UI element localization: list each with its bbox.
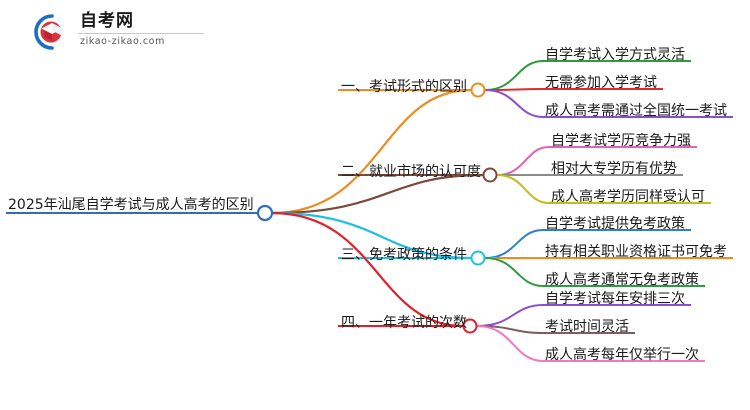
branch-node-label-1[interactable]: 一、考试形式的区别 — [341, 79, 467, 95]
leaf-node-label-1-1[interactable]: 自学考试入学方式灵活 — [545, 47, 685, 63]
leaf-node-label-4-2[interactable]: 考试时间灵活 — [545, 319, 629, 335]
leaf-connector-4-1 — [476, 304, 544, 327]
leaf-connector-3-3 — [484, 257, 544, 287]
leaf-node-label-4-3[interactable]: 成人高考每年仅举行一次 — [545, 347, 699, 363]
leaf-connector-4-3 — [476, 325, 544, 362]
root-node-circle[interactable] — [256, 204, 274, 222]
leaf-node-label-4-1[interactable]: 自学考试每年安排三次 — [545, 291, 685, 307]
leaf-connector-1-3 — [484, 89, 544, 118]
branch-node-label-3[interactable]: 三、免考政策的条件 — [341, 247, 467, 263]
branch-node-circle-1[interactable] — [470, 82, 486, 98]
branch-node-label-4[interactable]: 四、一年考试的次数 — [341, 315, 467, 331]
logo-title: 自考网 — [80, 11, 134, 31]
logo-divider — [78, 33, 204, 34]
leaf-connector-3-1 — [484, 229, 544, 259]
branch-connector-1 — [270, 88, 473, 215]
leaf-node-label-2-2[interactable]: 相对大专学历有优势 — [551, 161, 677, 177]
branch-connector-3 — [270, 211, 473, 260]
leaf-node-label-3-3[interactable]: 成人高考通常无免考政策 — [545, 272, 699, 288]
branch-node-label-2[interactable]: 二、就业市场的认可度 — [341, 164, 481, 180]
leaf-connector-1-1 — [484, 60, 544, 91]
logo-text-block: 自考网 zikao-zikao.com — [78, 10, 206, 47]
leaf-node-label-3-2[interactable]: 持有相关职业资格证书可免考 — [545, 244, 727, 260]
branch-connector-2 — [270, 173, 485, 215]
leaf-node-label-1-2[interactable]: 无需参加入学考试 — [545, 75, 657, 91]
leaf-node-label-3-1[interactable]: 自学考试提供免考政策 — [545, 216, 685, 232]
logo-domain: zikao-zikao.com — [80, 36, 165, 47]
branch-node-circle-2[interactable] — [482, 167, 498, 183]
branch-node-circle-4[interactable] — [462, 318, 478, 334]
leaf-connector-2-3 — [496, 174, 550, 204]
zikao-logo-mark-icon — [28, 12, 74, 52]
leaf-connector-2-1 — [496, 146, 550, 176]
leaf-node-label-1-3[interactable]: 成人高考需通过全国统一考试 — [545, 103, 727, 119]
root-node-label[interactable]: 2025年汕尾自学考试与成人高考的区别 — [8, 197, 254, 213]
leaf-node-label-2-3[interactable]: 成人高考学历同样受认可 — [551, 189, 705, 205]
leaf-node-label-2-1[interactable]: 自学考试学历竞争力强 — [551, 133, 691, 149]
site-logo: 自考网 zikao-zikao.com — [28, 8, 208, 56]
branch-connector-4 — [270, 211, 465, 328]
branch-node-circle-3[interactable] — [470, 250, 486, 266]
